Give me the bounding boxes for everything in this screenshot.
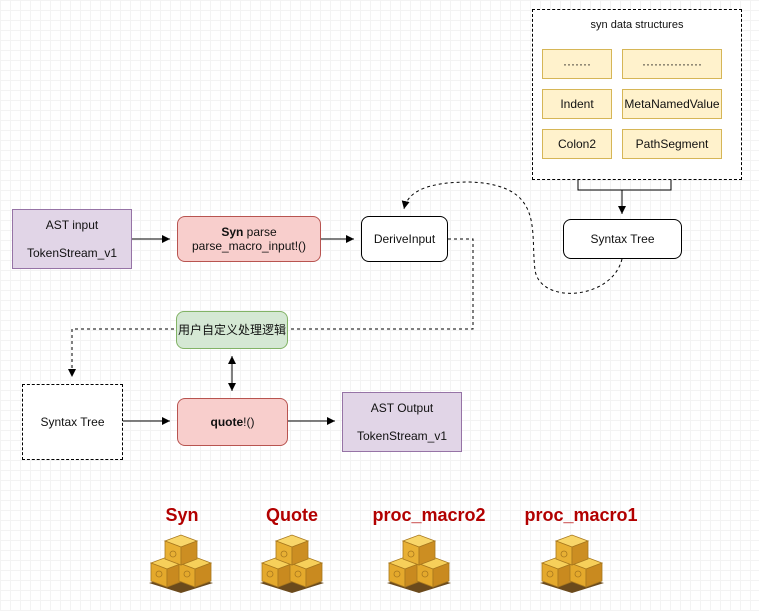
ast-output-title: AST Output (370, 401, 434, 415)
crate-label-proc-macro1: proc_macro1 (524, 505, 638, 525)
quote-bold: quote (210, 415, 244, 429)
structure-cell-pathsegment: PathSegment (622, 129, 722, 159)
syn-parse-call: parse_macro_input!() (191, 239, 307, 253)
crate-label-quote: Quote (266, 505, 318, 525)
syn-parse-bold: Syn (221, 225, 244, 239)
structure-cell-label: Indent (560, 97, 594, 111)
quote-rest: !() (243, 415, 255, 429)
syn-parse-node: Syn parse parse_macro_input!() (177, 216, 321, 262)
crate-label-syn: Syn (165, 505, 199, 525)
structure-cell-ellipsis-2: ··············· (622, 49, 722, 79)
derive-input-node: DeriveInput (361, 216, 448, 262)
structure-cell-label: MetaNamedValue (624, 97, 720, 111)
ast-output-subtitle: TokenStream_v1 (356, 429, 448, 443)
syn-parse-rest: parse (243, 225, 277, 239)
crate-graphic (387, 534, 451, 593)
syntax-tree-left-label: Syntax Tree (40, 415, 105, 429)
structure-cell-label: PathSegment (635, 137, 709, 151)
syn-structures-title: syn data structures (590, 19, 684, 31)
custom-logic-node: 用户自定义处理逻辑 (176, 311, 288, 349)
crate-icon (260, 534, 324, 593)
crate-label-proc-macro2: proc_macro2 (372, 505, 486, 525)
crate-graphic (149, 534, 213, 593)
crate-icon (149, 534, 213, 593)
crate-graphic (540, 534, 604, 593)
quote-node: quote!() (177, 398, 288, 446)
syntax-tree-right-node: Syntax Tree (563, 219, 682, 259)
structure-cell-label: Colon2 (557, 137, 597, 151)
crate-icon (540, 534, 604, 593)
syn-parse-title: Syn parse (221, 225, 276, 239)
ast-input-title: AST input (45, 218, 99, 232)
custom-logic-label: 用户自定义处理逻辑 (177, 323, 286, 337)
crate-graphic (260, 534, 324, 593)
structure-cell-metanamedvalue: MetaNamedValue (622, 89, 722, 119)
structure-cell-ellipsis-1: ······· (542, 49, 612, 79)
crate-icon (387, 534, 451, 593)
structure-cell-indent: Indent (542, 89, 612, 119)
structure-cell-colon2: Colon2 (542, 129, 612, 159)
syntax-tree-right-label: Syntax Tree (590, 232, 655, 246)
syntax-tree-left-node: Syntax Tree (22, 384, 123, 460)
ast-output-node: AST Output TokenStream_v1 (342, 392, 462, 452)
derive-input-label: DeriveInput (373, 232, 436, 246)
ast-input-node: AST input TokenStream_v1 (12, 209, 132, 269)
structure-cell-label: ······· (563, 57, 591, 71)
structure-cell-label: ··············· (642, 57, 702, 71)
ast-input-subtitle: TokenStream_v1 (26, 246, 118, 260)
quote-label: quote!() (211, 415, 255, 429)
